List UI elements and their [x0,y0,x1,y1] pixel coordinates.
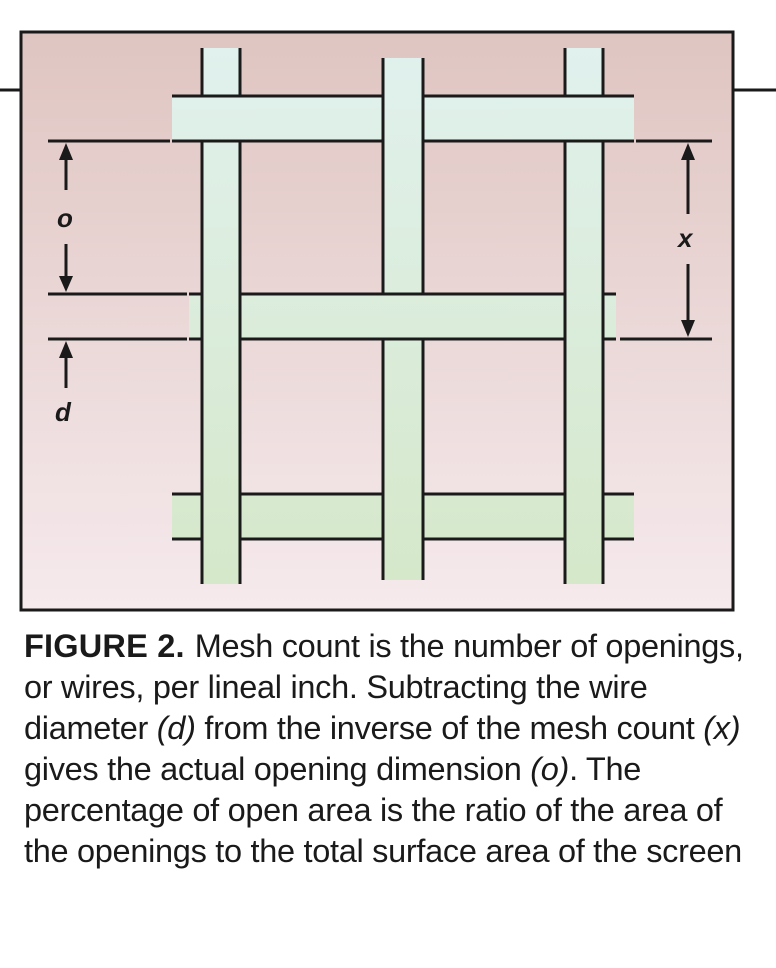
figure-caption: FIGURE 2.Mesh count is the number of ope… [24,626,744,872]
caption-var-d: (d) [156,710,196,746]
caption-text-3: gives the actual opening dimension [24,751,531,787]
caption-text-2: from the inverse of the mesh count [195,710,704,746]
right-dimension [620,139,712,341]
figure-label: FIGURE 2. [24,628,185,664]
diameter-label: d [55,397,72,427]
opening-label: o [57,203,73,233]
caption-var-x: (x) [703,710,741,746]
caption-text-1: Mesh count is the number of openings, or… [24,628,744,746]
mesh-diagram: o d x [0,30,776,612]
horizontal-wire-middle [189,292,616,341]
caption-text-4: . The percentage of open area is the rat… [24,751,742,869]
horizontal-wire-top [172,94,634,143]
caption-var-o: (o) [530,751,570,787]
pitch-label: x [676,223,694,253]
left-dimension [48,139,187,388]
